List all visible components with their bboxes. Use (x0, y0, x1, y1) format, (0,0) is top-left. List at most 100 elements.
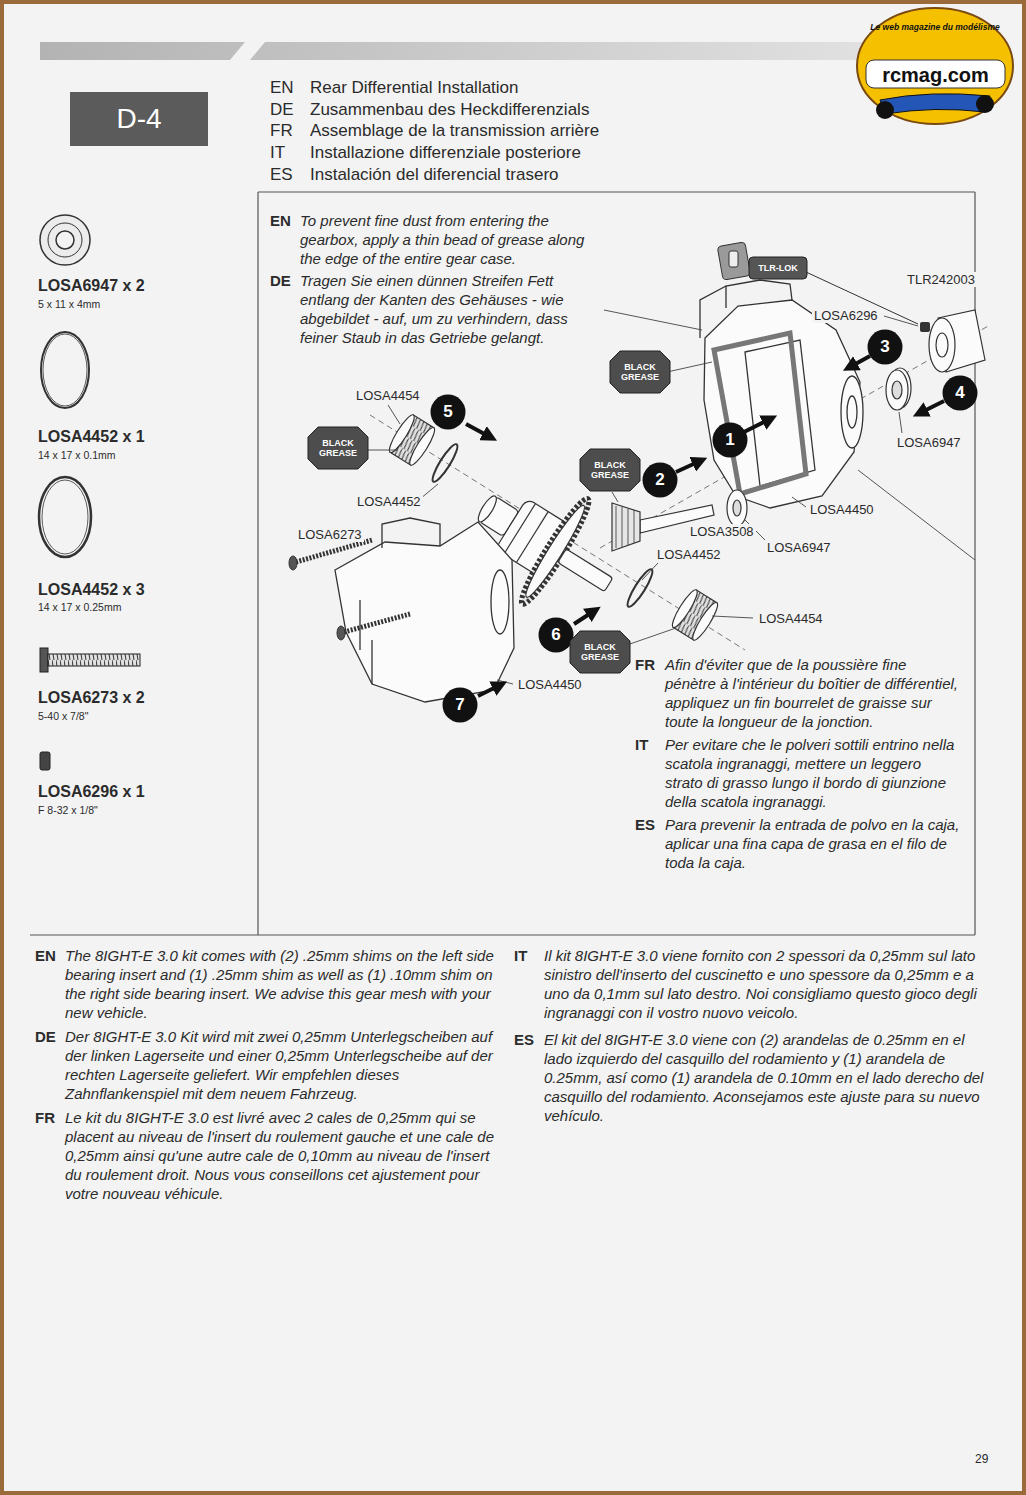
callout-number-text: 2 (655, 470, 664, 490)
instruction-note: The 8IGHT-E 3.0 kit comes with (2) .25mm… (65, 946, 505, 1022)
callout-number: 1 (712, 422, 748, 458)
part-size: F 8-32 x 1/8" (38, 804, 98, 817)
callout-number-text: 7 (455, 695, 464, 715)
callout-number-text: 6 (551, 625, 560, 645)
grease-badge-shape (610, 351, 670, 393)
instruction-note: El kit del 8IGHT-E 3.0 viene con (2) ara… (544, 1030, 984, 1125)
threadlock-badge: TLR-LOK (749, 257, 807, 279)
step-badge: D-4 (70, 92, 208, 146)
language-code: IT (635, 735, 648, 754)
grease-badge-text: BLACK GREASE (580, 460, 640, 480)
language-code: ES (514, 1030, 534, 1049)
language-code: IT (514, 946, 527, 965)
part-label: LOSA6947 (895, 435, 963, 450)
callout-number: 4 (942, 375, 978, 411)
part-number: LOSA6296 x 1 (38, 782, 145, 801)
instruction-note: Der 8IGHT-E 3.0 Kit wird mit zwei 0,25mm… (65, 1027, 505, 1103)
grease-badge-shape (580, 449, 640, 491)
language-code: FR (270, 121, 293, 141)
grease-badge-text: BLACK GREASE (610, 362, 670, 382)
heading-text: Instalación del diferencial trasero (310, 165, 559, 185)
language-code: IT (270, 143, 285, 163)
callout-number: 6 (538, 617, 574, 653)
part-icons (39, 215, 140, 770)
instruction-note: To prevent fine dust from entering the g… (300, 211, 600, 268)
part-number: LOSA6273 x 2 (38, 688, 145, 707)
heading-text: Zusammenbau des Heckdifferenzials (310, 100, 589, 120)
part-size: 5 x 11 x 4mm (38, 298, 100, 311)
part-size: 14 x 17 x 0.1mm (38, 449, 116, 462)
instruction-note: Per evitare che le polveri sottili entri… (665, 735, 960, 811)
logo-tagline: Le web magazine du modélisme (860, 22, 1010, 32)
instruction-note: Le kit du 8IGHT-E 3.0 est livré avec 2 c… (65, 1108, 505, 1203)
grease-badge-text: BLACK GREASE (308, 438, 368, 458)
step-badge-text: D-4 (116, 103, 161, 135)
language-code: EN (270, 78, 294, 98)
site-logo (857, 8, 1013, 124)
language-code: EN (35, 946, 56, 965)
part-label: TLR242003 (905, 272, 977, 287)
part-number: LOSA6947 x 2 (38, 276, 145, 295)
callout-number-text: 5 (443, 402, 452, 422)
language-code: ES (635, 815, 655, 834)
grease-badge-text: BLACK GREASE (570, 642, 630, 662)
language-code: DE (35, 1027, 56, 1046)
header-bar (40, 42, 1000, 60)
callout-number-text: 4 (955, 383, 964, 403)
language-code: EN (270, 211, 291, 230)
callout-circle (539, 618, 574, 653)
language-code: DE (270, 100, 294, 120)
part-number: LOSA4452 x 3 (38, 580, 145, 599)
heading-text: Rear Differential Installation (310, 78, 519, 98)
callout-circle (643, 463, 678, 498)
callout-circle (868, 330, 903, 365)
callout-circle (943, 376, 978, 411)
differential-exploded-view (289, 242, 990, 702)
callout-circle (713, 423, 748, 458)
part-label: LOSA4454 (354, 388, 422, 403)
section-rules (30, 192, 975, 935)
language-code: FR (35, 1108, 55, 1127)
callout-number-text: 3 (880, 337, 889, 357)
part-label: LOSA4452 (355, 494, 423, 509)
grease-badge-shape (308, 427, 368, 469)
heading-text: Assemblage de la transmission arrière (310, 121, 599, 141)
part-label: LOSA4450 (808, 502, 876, 517)
callout-number-text: 1 (725, 430, 734, 450)
callout-number: 7 (442, 687, 478, 723)
callout-circle (431, 395, 466, 430)
part-number: LOSA4452 x 1 (38, 427, 145, 446)
language-code: ES (270, 165, 293, 185)
part-label: LOSA6296 (812, 308, 880, 323)
instruction-note: Il kit 8IGHT-E 3.0 viene fornito con 2 s… (544, 946, 984, 1022)
callout-circle (443, 688, 478, 723)
instruction-note: Para prevenir la entrada de polvo en la … (665, 815, 960, 872)
language-code: DE (270, 271, 291, 290)
callout-number: 3 (867, 329, 903, 365)
part-size: 14 x 17 x 0.25mm (38, 601, 121, 614)
part-label: LOSA4454 (757, 611, 825, 626)
heading-text: Installazione differenziale posteriore (310, 143, 581, 163)
grease-badge: BLACK GREASE (308, 427, 368, 469)
callout-number: 2 (642, 462, 678, 498)
threadlock-tab (749, 257, 807, 279)
logo-text: rcmag.com (868, 63, 1003, 87)
grease-badge: BLACK GREASE (580, 449, 640, 491)
part-label: LOSA6273 (296, 527, 364, 542)
page-number: 29 (975, 1452, 988, 1466)
callout-number: 5 (430, 394, 466, 430)
instruction-note: Tragen Sie einen dünnen Streifen Fett en… (300, 271, 600, 347)
threadlock-badge-text: TLR-LOK (758, 263, 798, 274)
language-code: FR (635, 655, 655, 674)
grease-badge: BLACK GREASE (610, 351, 670, 393)
instruction-note: Afin d'éviter que de la poussière fine p… (665, 655, 960, 731)
part-size: 5-40 x 7/8" (38, 710, 88, 723)
part-label: LOSA6947 (765, 540, 833, 555)
grease-badge-shape (570, 631, 630, 673)
grease-badge: BLACK GREASE (570, 631, 630, 673)
part-label: LOSA4452 (655, 547, 723, 562)
header-bar-stripe (230, 42, 265, 60)
part-label: LOSA4450 (516, 677, 584, 692)
